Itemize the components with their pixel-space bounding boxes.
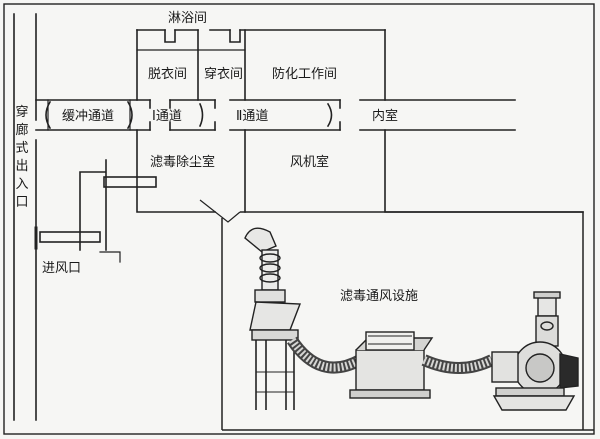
buffer-door-right — [126, 100, 133, 130]
decon-room-wall — [136, 129, 216, 213]
inset-title: 滤毒通风设施 — [340, 289, 419, 304]
frame-border — [3, 3, 595, 435]
label-buffer: 缓冲通道 — [62, 109, 115, 124]
intake-shaft — [79, 159, 107, 251]
door-3 — [326, 99, 341, 131]
label-passage-1: Ⅰ通道 — [152, 109, 182, 124]
label-undress: 脱衣间 — [148, 67, 188, 82]
duct-lower — [39, 231, 101, 243]
room-dividers — [197, 29, 246, 101]
buffer-door-left — [45, 100, 52, 130]
callout-pointer — [199, 199, 241, 223]
label-fan: 风机室 — [290, 155, 330, 170]
inset-frame-right — [240, 211, 584, 430]
label-inner: 内室 — [372, 109, 399, 124]
door-1 — [149, 99, 171, 131]
label-intake: 进风口 — [42, 261, 82, 276]
label-entrance: 穿廊式出入口 — [15, 105, 29, 210]
label-decon: 滤毒除尘室 — [150, 155, 216, 170]
door-2 — [198, 99, 216, 131]
label-shower: 淋浴间 — [168, 11, 208, 26]
fan-room-right-wall — [384, 129, 584, 213]
label-dress: 穿衣间 — [204, 67, 244, 82]
label-workroom: 防化工作间 — [272, 67, 338, 82]
ventilation-equipment — [244, 227, 579, 411]
shower-doors — [164, 29, 241, 43]
duct-upper — [103, 176, 157, 188]
label-passage-2: Ⅱ通道 — [236, 109, 269, 124]
inset-frame-left — [221, 218, 594, 431]
